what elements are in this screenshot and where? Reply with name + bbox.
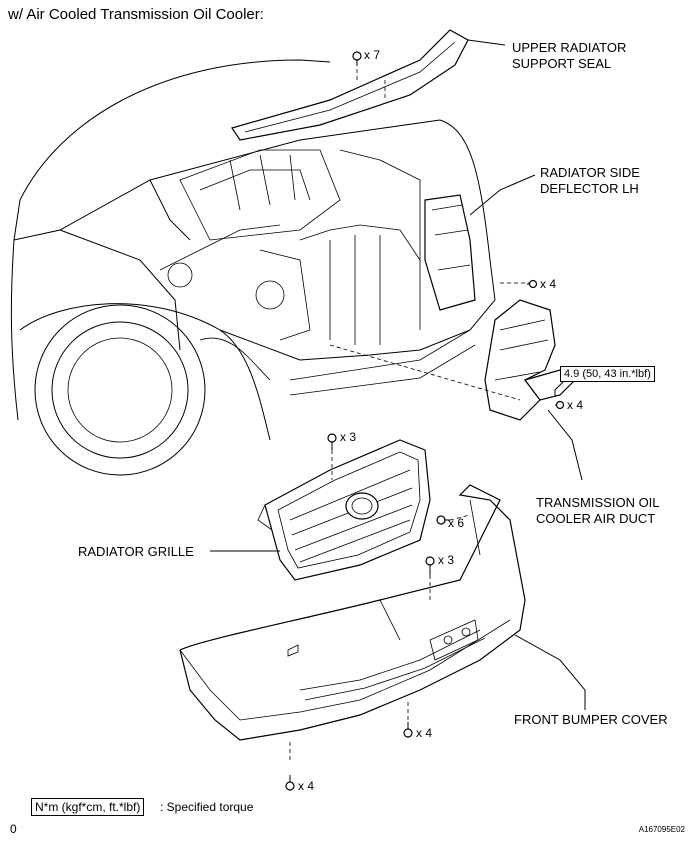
fastener-count-deflector: x 4: [540, 277, 557, 291]
radiator-side-deflector-lh: [424, 194, 476, 311]
torque-spec-box: 4.9 (50, 43 in.*lbf): [560, 366, 655, 382]
figure-code: A167095E02: [638, 825, 685, 834]
front-bumper-cover: [179, 484, 526, 741]
bolt-icon: [527, 279, 538, 289]
fastener-count-bumper-bottom-center: x 4: [416, 726, 433, 740]
fastener-count-grille: x 3: [340, 430, 357, 444]
transmission-oil-cooler-air-duct: [484, 299, 556, 421]
fastener-count-bumper-side: x 6: [448, 516, 465, 530]
bolt-icon: [555, 400, 565, 410]
vehicle-body: [10, 59, 496, 476]
clip-icon: [327, 433, 337, 450]
legend-torque-text: : Specified torque: [160, 800, 254, 814]
legend-torque-box: N*m (kgf*cm, ft.*lbf): [31, 798, 145, 816]
label-radiator-grille: RADIATOR GRILLE: [78, 544, 194, 559]
label-transmission-oil-cooler-air-duct: TRANSMISSION OIL COOLER AIR DUCT: [536, 495, 660, 526]
bolt-icon: [403, 722, 413, 738]
figure-title: w/ Air Cooled Transmission Oil Cooler:: [8, 6, 264, 23]
upper-radiator-support-seal: [231, 29, 469, 141]
label-radiator-side-deflector-lh: RADIATOR SIDE DEFLECTOR LH: [540, 165, 640, 196]
fastener-count-bumper-top: x 3: [438, 553, 455, 567]
fastener-count-bumper-bottom-left: x 4: [298, 779, 315, 793]
label-front-bumper-cover: FRONT BUMPER COVER: [514, 712, 668, 727]
radiator-grille: [257, 439, 431, 581]
clip-icon: [436, 515, 450, 525]
clip-icon: [425, 556, 435, 575]
bolt-icon: [285, 775, 295, 791]
fastener-count-seal: x 7: [364, 48, 381, 62]
fastener-count-duct: x 4: [567, 398, 584, 412]
bolt-icon: [352, 51, 362, 66]
page-number: 0: [10, 822, 17, 836]
label-upper-radiator-support-seal: UPPER RADIATOR SUPPORT SEAL: [512, 40, 627, 71]
toyota-emblem-icon: [345, 492, 379, 520]
